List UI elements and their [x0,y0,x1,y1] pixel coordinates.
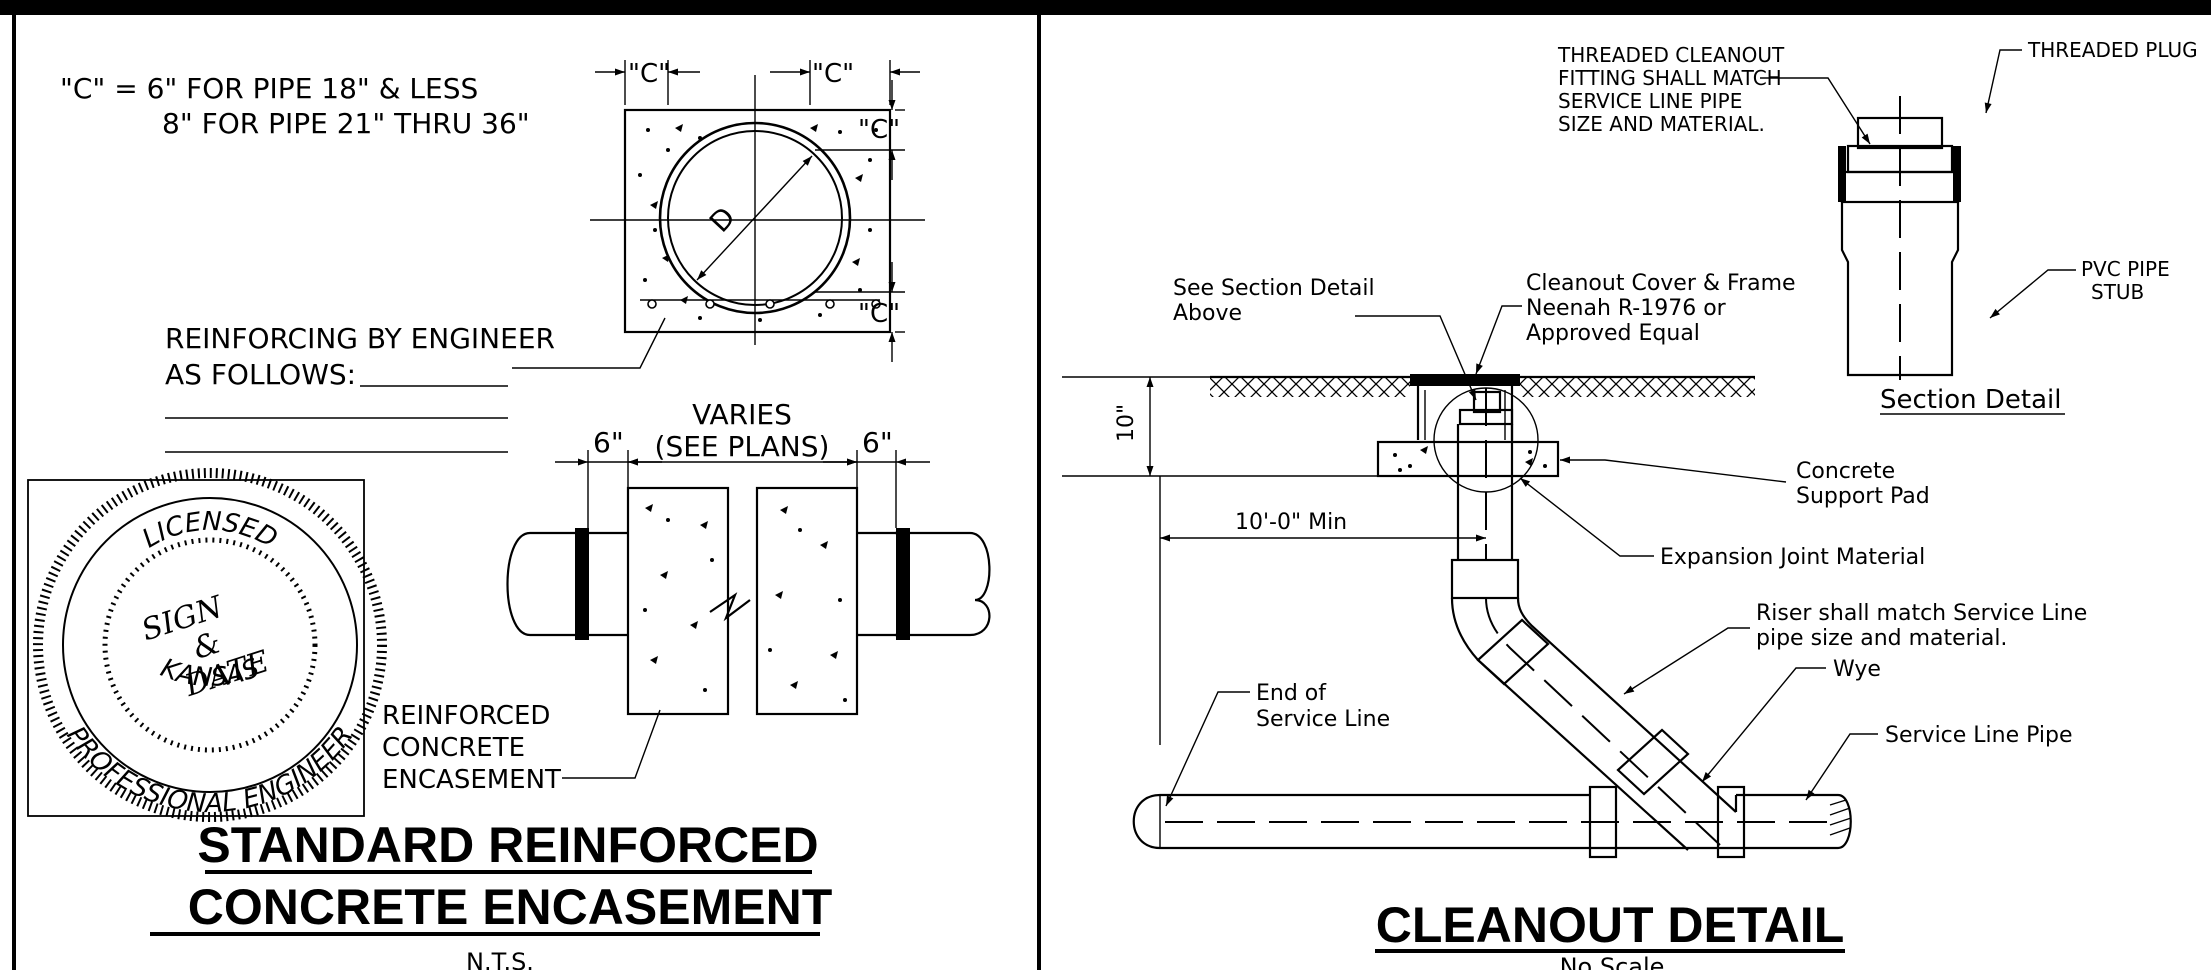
threaded-fitting-3: SERVICE LINE PIPE [1558,89,1742,113]
varies-line2: (SEE PLANS) [655,430,830,463]
threaded-fitting-1: THREADED CLEANOUT [1557,43,1785,67]
encasement-section: D "C" "C" [590,59,925,362]
dim-c-top-left: "C" [628,59,670,89]
see-section-2: Above [1173,301,1242,326]
seal-top-arc: LICENSED [137,507,282,554]
cover-2: Neenah R-1976 or [1526,296,1727,321]
pvc-pipe-1: PVC PIPE [2081,257,2170,281]
seal-date: DATE [180,644,274,704]
cleanout-detail: THREADED CLEANOUT FITTING SHALL MATCH SE… [1062,38,2198,970]
dim-ten-inch: 10" [1114,404,1139,442]
cover-3: Approved Equal [1526,321,1700,346]
reinforcing-line1: REINFORCING BY ENGINEER [165,322,555,355]
encasement-detail: "C" = 6" FOR PIPE 18" & LESS 8" FOR PIPE… [60,59,991,970]
cleanout-title: CLEANOUT DETAIL [1376,897,1844,953]
dim-c-top-right: "C" [812,59,854,89]
reinforcing-line2: AS FOLLOWS: [165,358,356,391]
threaded-fitting-2: FITTING SHALL MATCH [1558,66,1782,90]
engineer-seal: LICENSED KANSAS PROFESSIONAL ENGINEER SI… [27,468,387,822]
see-section-1: See Section Detail [1173,276,1375,301]
section-detail-drawing [1838,96,1961,380]
encasement-elevation: 6" 6" VARIES (SEE PLANS) [506,398,991,716]
end-of-2: Service Line [1256,707,1390,732]
pvc-pipe-2: STUB [2091,280,2144,304]
c-note-line2: 8" FOR PIPE 21" THRU 36" [162,107,530,140]
expansion-joint-label: Expansion Joint Material [1660,545,1925,570]
riser-1: Riser shall match Service Line [1756,601,2087,626]
varies-line1: VARIES [692,398,792,431]
threaded-plug-label: THREADED PLUG [2027,38,2198,62]
section-detail-title: Section Detail [1880,385,2061,415]
svg-text:PROFESSIONAL ENGINEER: PROFESSIONAL ENGINEER [60,721,359,819]
riser-2: pipe size and material. [1756,626,2007,651]
svg-text:LICENSED: LICENSED [137,507,282,554]
encasement-label-2: CONCRETE [382,733,525,763]
dim-six-right: 6" [862,426,893,459]
encasement-scale: N.T.S. [466,948,534,970]
dim-six-left: 6" [593,426,624,459]
encasement-label-1: REINFORCED [382,701,550,731]
dim-c-right-bottom: "C" [858,299,900,329]
cover-1: Cleanout Cover & Frame [1526,271,1796,296]
seal-outer-arc: PROFESSIONAL ENGINEER [60,721,359,819]
encasement-title-line1: STANDARD REINFORCED [197,817,818,873]
encasement-title-line2: CONCRETE ENCASEMENT [188,879,832,935]
dim-ten-ft: 10'-0" Min [1235,510,1347,535]
dim-c-right-top: "C" [858,115,900,145]
cleanout-scale: No Scale [1560,953,1665,970]
c-note-line1: "C" = 6" FOR PIPE 18" & LESS [60,72,478,105]
encasement-label-3: ENCASEMENT [382,765,561,795]
threaded-fitting-4: SIZE AND MATERIAL. [1558,112,1765,136]
service-pipe-label: Service Line Pipe [1885,723,2073,748]
concrete-pad-2: Support Pad [1796,484,1930,509]
cleanout-profile: 10" 10'-0" Min [1062,374,1852,859]
concrete-pad-1: Concrete [1796,459,1895,484]
wye-label: Wye [1833,657,1881,682]
end-of-1: End of [1256,681,1327,706]
